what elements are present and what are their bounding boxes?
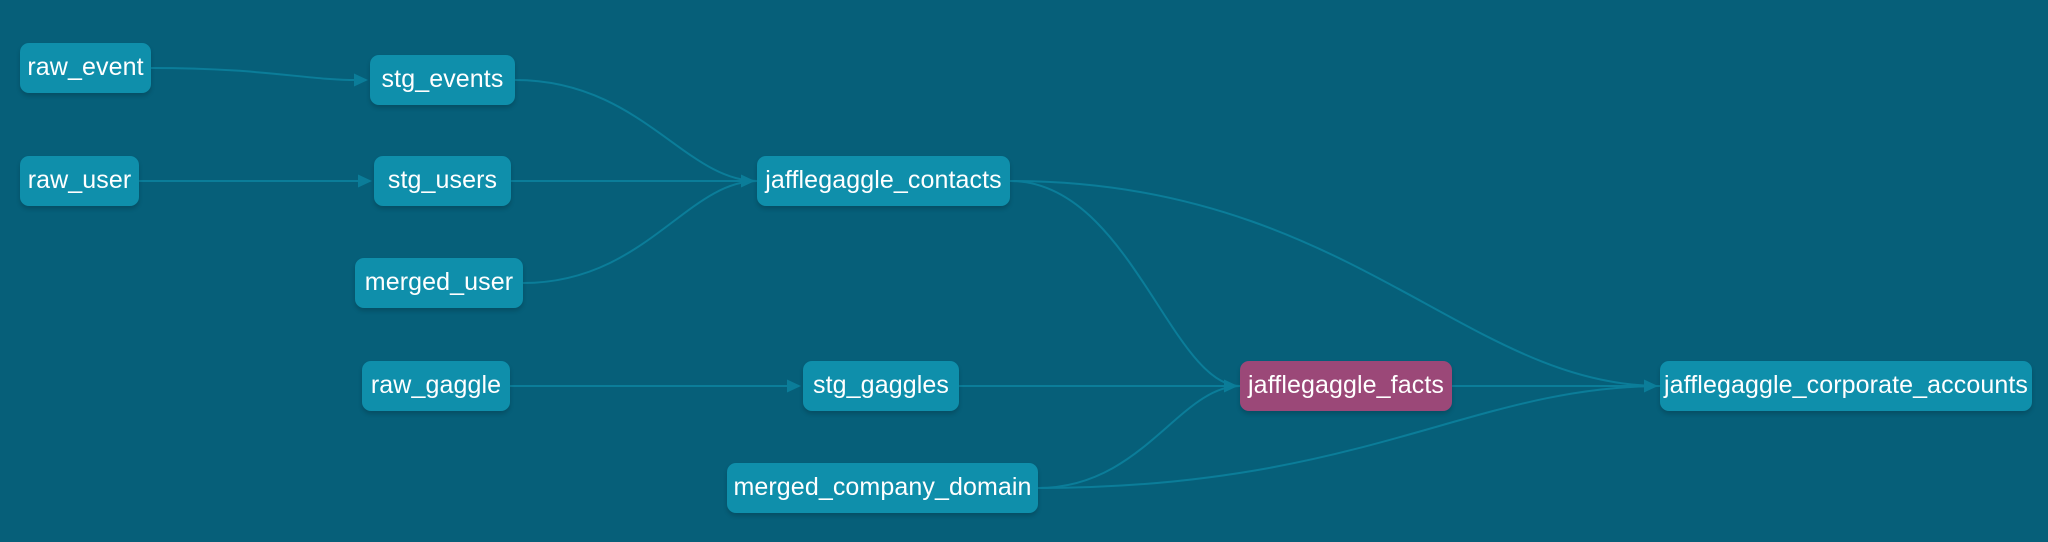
dag-edge-merged_user-to-jafflegaggle_contacts bbox=[522, 180, 758, 284]
dag-edge-merged_company_domain-to-jafflegaggle_facts bbox=[1037, 385, 1241, 489]
dag-edge-jafflegaggle_contacts-to-jafflegaggle_facts bbox=[1009, 180, 1241, 387]
dag-edge-jafflegaggle_contacts-to-jafflegaggle_corporate_accounts bbox=[1009, 180, 1661, 387]
dag-node-raw_user[interactable]: raw_user bbox=[20, 156, 139, 206]
dag-node-stg_events[interactable]: stg_events bbox=[370, 55, 515, 105]
dag-edge-arrowhead-icon bbox=[354, 73, 368, 87]
dag-node-merged_user[interactable]: merged_user bbox=[355, 258, 523, 308]
dag-node-raw_event[interactable]: raw_event bbox=[20, 43, 151, 93]
dag-edge-arrowhead-icon bbox=[787, 379, 801, 393]
dag-node-label: raw_gaggle bbox=[370, 370, 502, 399]
dag-node-stg_users[interactable]: stg_users bbox=[374, 156, 511, 206]
dag-node-merged_company_domain[interactable]: merged_company_domain bbox=[727, 463, 1038, 513]
dag-node-label: merged_user bbox=[364, 267, 514, 296]
dag-node-jafflegaggle_contacts[interactable]: jafflegaggle_contacts bbox=[757, 156, 1010, 206]
dag-node-jafflegaggle_corporate_accounts[interactable]: jafflegaggle_corporate_accounts bbox=[1660, 361, 2032, 411]
dag-node-raw_gaggle[interactable]: raw_gaggle bbox=[362, 361, 510, 411]
dag-node-label: raw_user bbox=[27, 165, 132, 194]
dag-node-label: stg_users bbox=[387, 165, 498, 194]
dag-edge-arrowhead-icon bbox=[1224, 379, 1238, 393]
dag-edge-arrowhead-icon bbox=[741, 174, 755, 188]
dag-node-label: jafflegaggle_corporate_accounts bbox=[1664, 370, 2029, 399]
dag-node-stg_gaggles[interactable]: stg_gaggles bbox=[803, 361, 959, 411]
dag-edge-raw_event-to-stg_events bbox=[150, 67, 358, 81]
dag-edge-stg_events-to-jafflegaggle_contacts bbox=[514, 79, 758, 182]
dag-node-label: merged_company_domain bbox=[733, 472, 1032, 501]
dag-edge-arrowhead-icon bbox=[1644, 379, 1658, 393]
dag-node-jafflegaggle_facts[interactable]: jafflegaggle_facts bbox=[1240, 361, 1452, 411]
dag-node-label: jafflegaggle_facts bbox=[1248, 370, 1444, 399]
dag-node-label: raw_event bbox=[27, 52, 144, 81]
dag-node-label: jafflegaggle_contacts bbox=[765, 165, 1002, 194]
dag-edge-arrowhead-icon bbox=[358, 174, 372, 188]
dag-node-label: stg_events bbox=[381, 64, 504, 93]
dag-node-label: stg_gaggles bbox=[813, 370, 949, 399]
